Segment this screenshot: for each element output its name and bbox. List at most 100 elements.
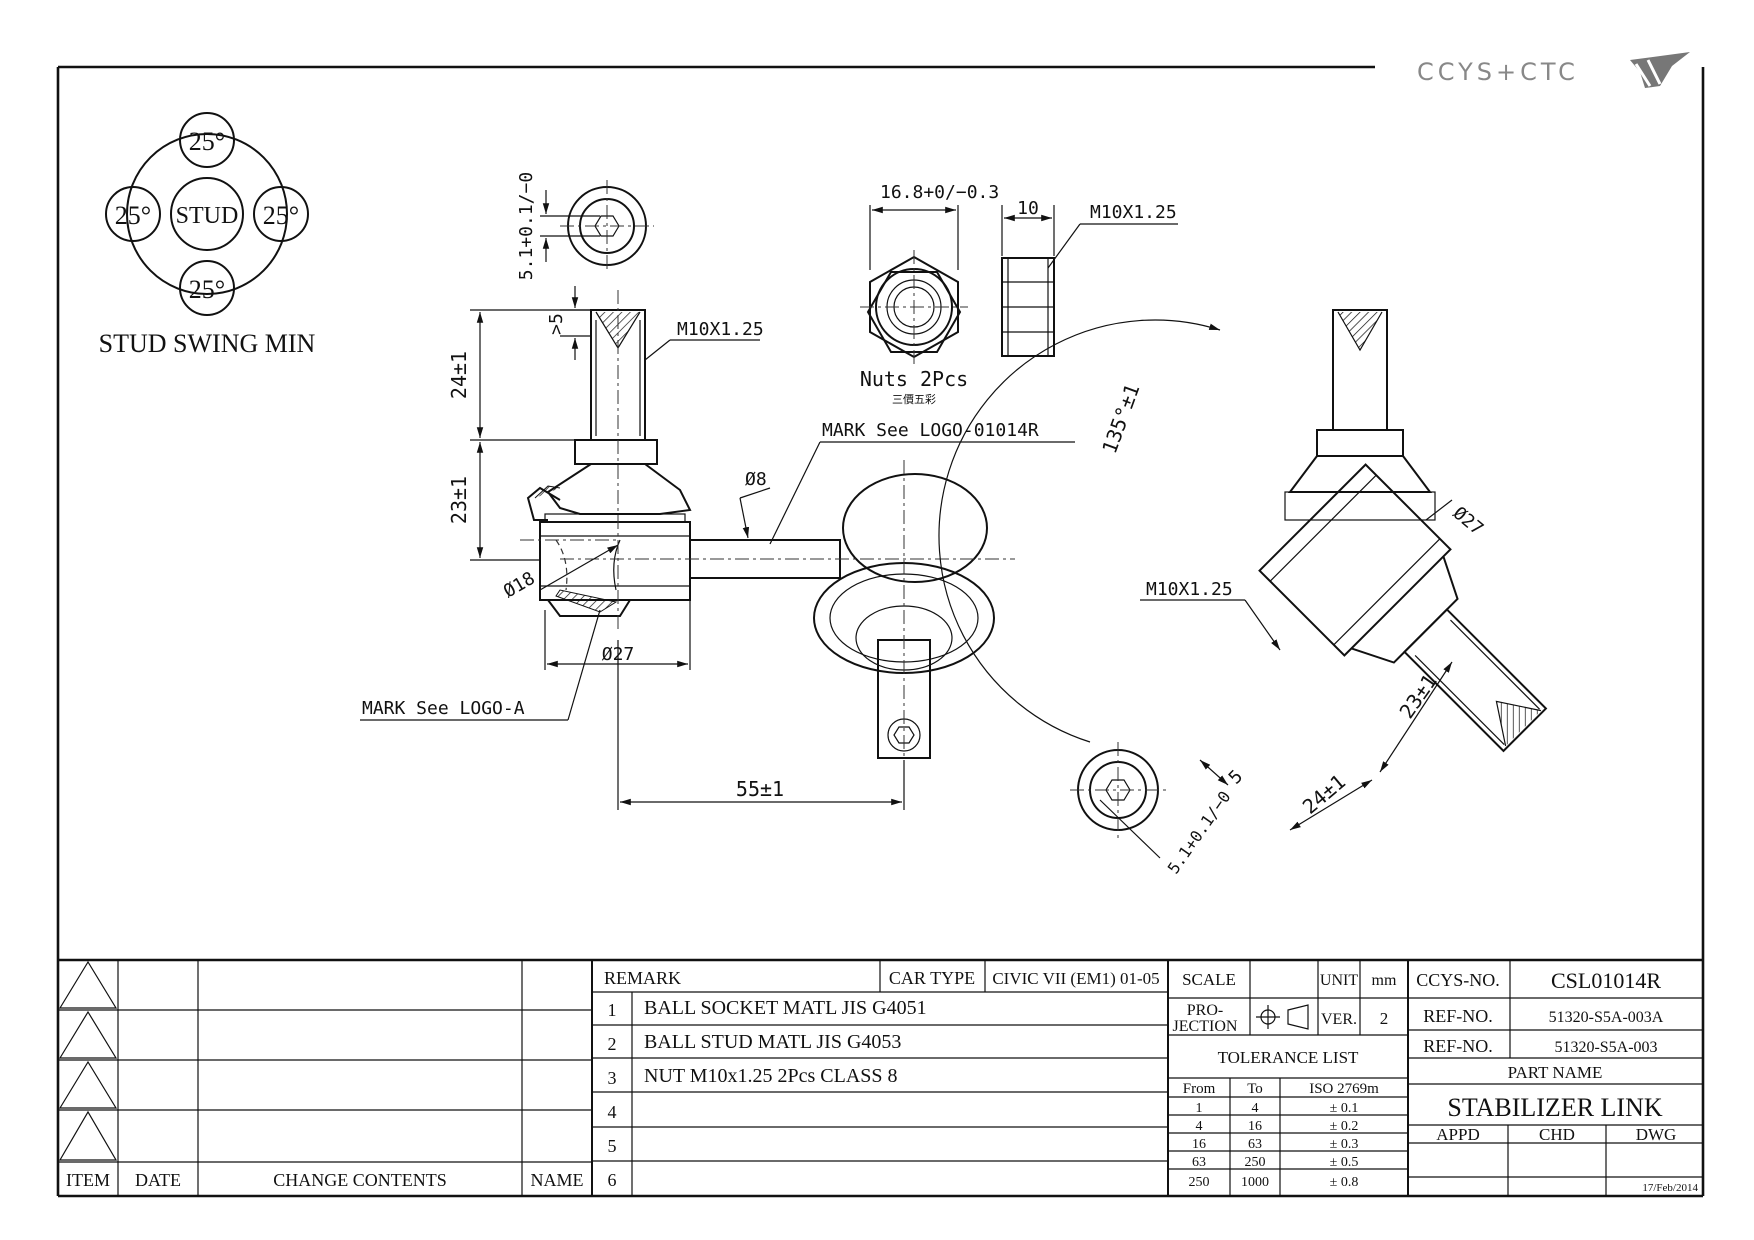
chd-label: CHD: [1539, 1125, 1575, 1144]
unit-value: mm: [1372, 972, 1397, 989]
projection-label-1: PRO-: [1187, 1002, 1223, 1019]
dim-nut-thickness: 10: [1017, 198, 1039, 219]
tol-from: 1: [1196, 1101, 1203, 1116]
swing-angle-bottom: 25°: [189, 275, 225, 304]
part-name: STABILIZER LINK: [1447, 1093, 1662, 1122]
ver-label: VER.: [1321, 1011, 1357, 1028]
tol-value: ± 0.2: [1330, 1119, 1359, 1134]
tol-to: 16: [1248, 1119, 1262, 1134]
tol-from: 250: [1189, 1175, 1210, 1190]
spec-block: SCALE UNIT mm PRO- JECTION VER. 2 TOLERA…: [1168, 960, 1409, 1196]
dim-rot-stud: 24±1: [1298, 769, 1350, 818]
dim-body-height: 23±1: [447, 476, 471, 524]
dim-rot-socket-dia: Ø27: [1449, 503, 1487, 540]
revision-triangle-icon: [58, 1110, 118, 1161]
stud-top-view: 5.1+0.1/−0: [516, 172, 654, 280]
rev-header-change: CHANGE CONTENTS: [273, 1170, 447, 1190]
brand-logo: CCYS+CTC: [1417, 52, 1690, 88]
dim-thread-depth: >5: [546, 313, 567, 335]
projection-label-2: JECTION: [1173, 1018, 1238, 1035]
brand-logo-text: CCYS+CTC: [1417, 58, 1579, 86]
tol-header-from: From: [1183, 1081, 1216, 1097]
ccys-no-value: CSL01014R: [1551, 968, 1661, 993]
tol-value: ± 0.5: [1330, 1155, 1359, 1170]
tol-to: 250: [1245, 1155, 1266, 1170]
dim-rot-thread: M10X1.25: [1146, 579, 1233, 600]
remark-no: 3: [608, 1068, 617, 1088]
dim-stud-thread: M10X1.25: [677, 319, 764, 340]
swing-angle-left: 25°: [115, 201, 151, 230]
part-name-label: PART NAME: [1508, 1063, 1603, 1082]
stud-swing-diagram: 25° 25° 25° 25° STUD STUD SWING MIN: [99, 112, 316, 358]
ref-no-label: REF-NO.: [1423, 1036, 1493, 1056]
rev-header-date: DATE: [135, 1170, 181, 1190]
car-type-value: CIVIC VII (EM1) 01-05: [992, 969, 1159, 988]
revision-triangle-icon: [58, 960, 118, 1009]
tol-to: 4: [1252, 1101, 1259, 1116]
stabilizer-link-front-view: [520, 290, 1015, 790]
car-type-label: CAR TYPE: [889, 968, 975, 988]
third-angle-projection-icon: [1256, 1004, 1309, 1030]
front-view-dimensions: >5 24±1 23±1 M10X1.25 Ø18 Ø27 Ø8 55±1: [360, 286, 1075, 810]
remark-text: BALL SOCKET MATL JIS G4051: [644, 997, 927, 1019]
tol-to: 63: [1248, 1137, 1262, 1152]
ccys-no-label: CCYS-NO.: [1416, 970, 1500, 990]
dim-stud-length: 24±1: [447, 351, 471, 399]
dim-nut-thread: M10X1.25: [1090, 202, 1177, 223]
revision-triangle-icon: [58, 1060, 118, 1109]
revision-triangle-icon: [58, 1010, 118, 1059]
rev-header-item: ITEM: [66, 1170, 110, 1190]
swing-angle-right: 25°: [263, 201, 299, 230]
stabilizer-link-rotated-view: 135°±1 Ø27 M10X1.25 23±1: [938, 309, 1548, 877]
tol-header-iso: ISO 2769m: [1309, 1081, 1379, 1097]
swing-title: STUD SWING MIN: [99, 329, 316, 358]
swing-angle-top: 25°: [189, 127, 225, 156]
tol-value: ± 0.3: [1330, 1137, 1359, 1152]
remark-no: 6: [608, 1170, 617, 1190]
remark-text: BALL STUD MATL JIS G4053: [644, 1031, 901, 1053]
tol-from: 4: [1196, 1119, 1203, 1134]
ref-no-value: 51320-S5A-003A: [1549, 1009, 1664, 1026]
tolerance-title: TOLERANCE LIST: [1218, 1048, 1359, 1067]
tol-from: 16: [1192, 1137, 1206, 1152]
dim-nut-width: 16.8+0/−0.3: [880, 182, 999, 203]
label-mark-logo: MARK See LOGO-01014R: [822, 420, 1039, 441]
label-nuts-sub: 三價五彩: [892, 392, 936, 406]
drawing-date: 17/Feb/2014: [1642, 1182, 1698, 1194]
remark-no: 2: [608, 1034, 617, 1054]
dim-bar-dia: Ø8: [745, 469, 767, 490]
swing-center-label: STUD: [176, 203, 239, 229]
ver-value: 2: [1380, 1009, 1389, 1028]
scale-label: SCALE: [1182, 970, 1236, 989]
appd-label: APPD: [1436, 1125, 1479, 1144]
remark-text: NUT M10x1.25 2Pcs CLASS 8: [644, 1065, 898, 1087]
remarks-header: REMARK: [604, 968, 681, 988]
revision-table: ITEM DATE CHANGE CONTENTS NAME: [58, 960, 593, 1196]
dim-rot-hex: 5.1+0.1/−0: [1164, 787, 1235, 877]
title-block: CCYS-NO. CSL01014R REF-NO. 51320-S5A-003…: [1408, 960, 1703, 1196]
tol-header-to: To: [1247, 1081, 1263, 1097]
label-mark-logo-a: MARK See LOGO-A: [362, 698, 525, 719]
remark-no: 5: [608, 1136, 617, 1156]
dim-rot-depth: 5: [1225, 766, 1248, 789]
dwg-label: DWG: [1636, 1125, 1677, 1144]
remark-no: 1: [608, 1000, 617, 1020]
rev-header-name: NAME: [531, 1170, 584, 1190]
tol-from: 63: [1192, 1155, 1206, 1170]
dim-top-hex: 5.1+0.1/−0: [516, 172, 537, 280]
dim-angle: 135°±1: [1097, 381, 1144, 457]
ref-no-label: REF-NO.: [1423, 1006, 1493, 1026]
unit-label: UNIT: [1320, 972, 1358, 989]
remarks-table: REMARK CAR TYPE CIVIC VII (EM1) 01-05 1 …: [592, 960, 1169, 1196]
ref-no-value: 51320-S5A-003: [1554, 1039, 1657, 1056]
tol-to: 1000: [1241, 1175, 1269, 1190]
remark-no: 4: [608, 1102, 617, 1122]
label-nuts: Nuts 2Pcs: [860, 367, 968, 391]
tol-value: ± 0.8: [1330, 1175, 1359, 1190]
dim-ball-dia: Ø18: [500, 568, 539, 602]
nut-views: 16.8+0/−0.3 10 M10X1.25 Nuts 2Pcs 三價五彩: [860, 182, 1178, 406]
tol-value: ± 0.1: [1330, 1101, 1359, 1116]
dim-rot-body: 23±1: [1394, 670, 1441, 723]
dim-length: 55±1: [736, 777, 784, 801]
